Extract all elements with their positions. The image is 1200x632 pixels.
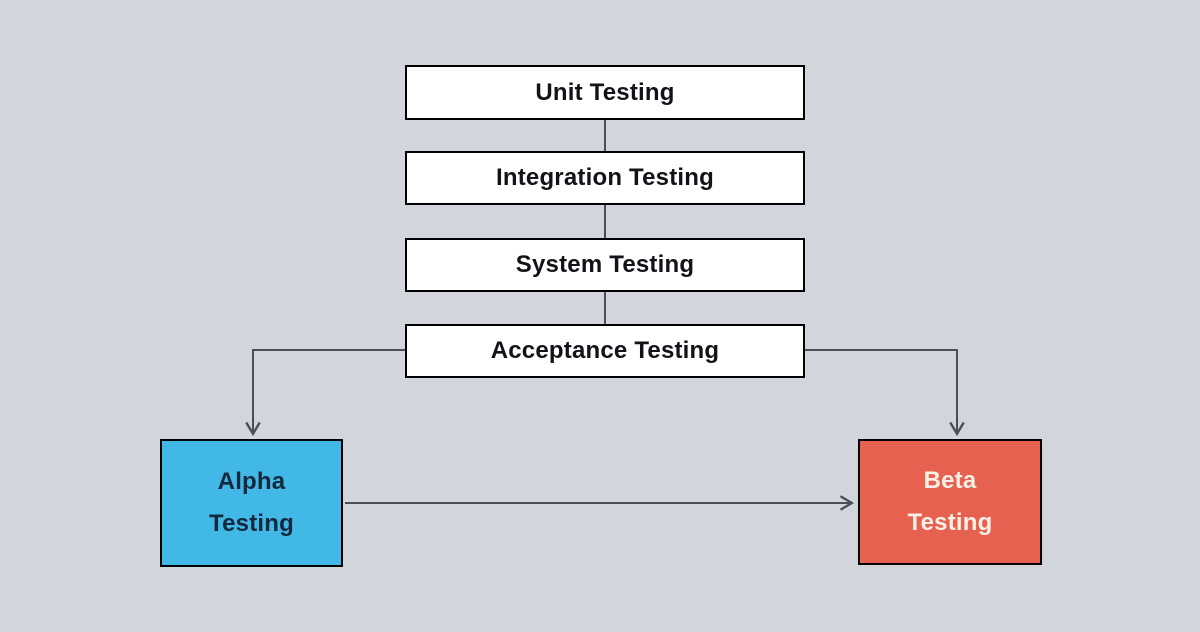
node-alpha-testing-label-line1: Alpha — [217, 468, 286, 495]
node-system-testing-label: System Testing — [515, 251, 695, 278]
node-acceptance-testing-label: Acceptance Testing — [490, 337, 720, 364]
node-system-testing: System Testing — [405, 238, 805, 292]
node-alpha-testing: Alpha Testing — [160, 439, 343, 567]
node-beta-testing: Beta Testing — [858, 439, 1042, 565]
node-beta-testing-label-line1: Beta — [923, 467, 977, 494]
edge-acceptance-to-alpha — [245, 349, 405, 437]
node-integration-testing-label: Integration Testing — [495, 164, 715, 191]
node-beta-testing-label-line2: Testing — [907, 509, 993, 536]
node-alpha-testing-label-line2: Testing — [209, 510, 294, 537]
node-acceptance-testing: Acceptance Testing — [405, 324, 805, 378]
node-unit-testing: Unit Testing — [405, 65, 805, 120]
edge-acceptance-to-beta — [805, 349, 965, 437]
node-unit-testing-label: Unit Testing — [535, 78, 675, 106]
node-integration-testing: Integration Testing — [405, 151, 805, 205]
